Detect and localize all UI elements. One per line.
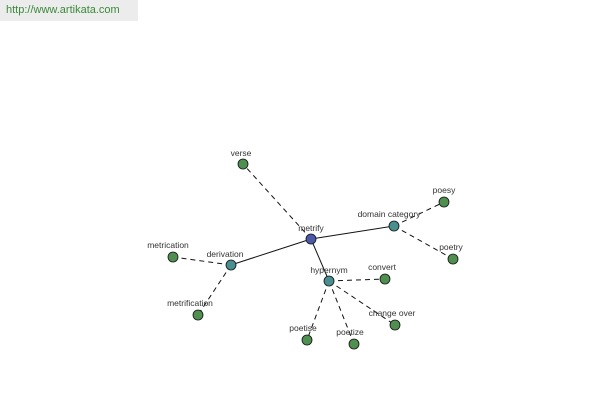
node-circle-hypernym[interactable] (323, 275, 335, 287)
node-circle-poetize[interactable] (348, 338, 360, 350)
node-label-poesy[interactable]: poesy (433, 185, 456, 195)
node-metrification[interactable]: metrification (167, 298, 213, 321)
node-circle-poetry[interactable] (447, 253, 459, 265)
edge-hypernym-poetize (328, 280, 355, 345)
node-hypernym[interactable]: hypernym (310, 265, 348, 287)
node-poetize[interactable]: poetize (336, 327, 364, 350)
url-banner[interactable]: http://www.artikata.com (0, 0, 138, 21)
url-text[interactable]: http://www.artikata.com (6, 4, 120, 16)
node-circle-metrication[interactable] (167, 251, 179, 263)
edge-derivation-metrification (197, 264, 232, 316)
node-metrify[interactable]: metrify (298, 223, 325, 245)
node-circle-change-over[interactable] (389, 319, 401, 331)
node-label-poetize[interactable]: poetize (336, 327, 364, 337)
node-label-metrication[interactable]: metrication (147, 240, 189, 250)
node-circle-derivation[interactable] (225, 259, 237, 271)
node-circle-convert[interactable] (379, 273, 391, 285)
node-label-hypernym[interactable]: hypernym (310, 265, 347, 275)
node-change-over[interactable]: change over (369, 308, 416, 331)
node-verse[interactable]: verse (231, 148, 252, 170)
node-poesy[interactable]: poesy (433, 185, 456, 208)
node-label-domain-category[interactable]: domain category (358, 209, 422, 219)
node-label-derivation[interactable]: derivation (207, 249, 244, 259)
node-circle-metrification[interactable] (192, 309, 204, 321)
node-poetise[interactable]: poetise (289, 323, 317, 346)
node-metrication[interactable]: metrication (147, 240, 189, 263)
node-label-convert[interactable]: convert (368, 262, 397, 272)
edge-hypernym-poetise (306, 280, 330, 341)
node-circle-domain-category[interactable] (388, 220, 400, 232)
node-label-metrify[interactable]: metrify (298, 223, 324, 233)
node-layer: metrify derivation domain category hypernym… (147, 148, 464, 350)
node-circle-poetise[interactable] (301, 334, 313, 346)
edge-hypernym-change-over (328, 280, 396, 326)
edge-domain-category-poesy (393, 201, 445, 227)
node-label-poetise[interactable]: poetise (289, 323, 317, 333)
edge-metrify-hypernym (310, 238, 330, 282)
node-label-metrification[interactable]: metrification (167, 298, 213, 308)
node-convert[interactable]: convert (368, 262, 397, 285)
edge-metrify-domain-category (310, 225, 395, 240)
edge-hypernym-convert (328, 278, 386, 282)
edge-metrify-derivation (230, 238, 312, 266)
node-circle-metrify[interactable] (305, 233, 317, 245)
edge-layer (172, 163, 454, 345)
edge-metrify-verse (242, 163, 312, 240)
node-label-verse[interactable]: verse (231, 148, 252, 158)
node-circle-poesy[interactable] (438, 196, 450, 208)
node-label-poetry[interactable]: poetry (439, 242, 463, 252)
node-derivation[interactable]: derivation (207, 249, 244, 271)
edge-domain-category-poetry (393, 225, 454, 260)
node-label-change-over[interactable]: change over (369, 308, 416, 318)
node-circle-verse[interactable] (237, 158, 249, 170)
node-poetry[interactable]: poetry (439, 242, 464, 265)
edge-derivation-metrication (172, 256, 232, 266)
node-domain-category[interactable]: domain category (358, 209, 422, 232)
